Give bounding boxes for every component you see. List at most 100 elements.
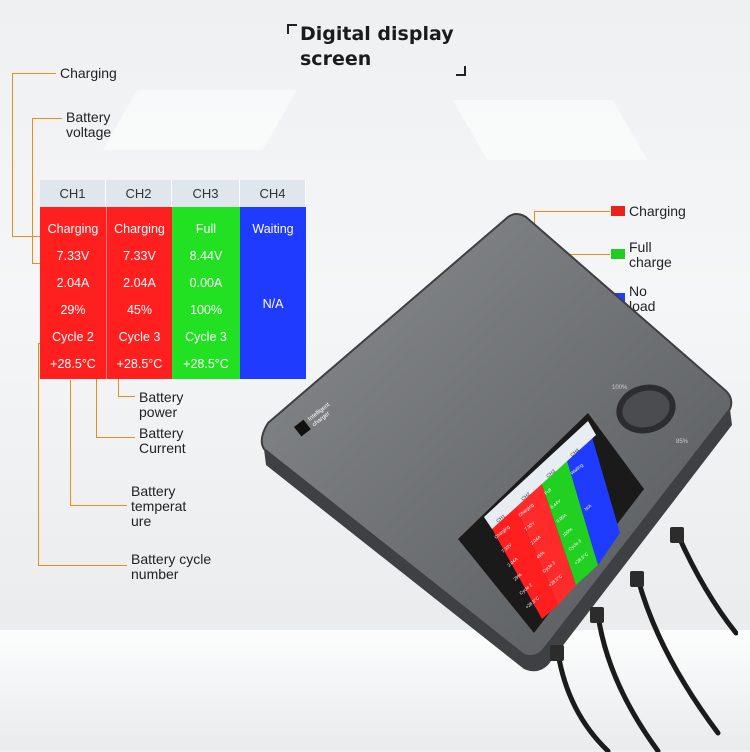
screen-ch4-value: N/A — [583, 503, 592, 512]
cycle-cell: Cycle 2 — [52, 330, 94, 344]
leader-line — [38, 565, 127, 566]
label-line: number — [131, 566, 179, 582]
title-corner-mark — [287, 24, 297, 34]
status-cell: Waiting — [252, 222, 294, 236]
screen-ch2-power: 45% — [535, 550, 545, 560]
leader-line — [12, 73, 56, 74]
voltage-cell: 7.33V — [123, 249, 156, 263]
device-body — [260, 213, 733, 658]
dial-top-label: 100% — [612, 385, 628, 391]
label-line: voltage — [66, 124, 112, 140]
leader-line — [38, 343, 39, 565]
cable — [555, 650, 611, 752]
channel-status-table: CH1 CH2 CH3 CH4 Charging 7.33V 2.04A 29%… — [40, 180, 306, 379]
screen-ch1-current: 2.04A — [506, 556, 518, 567]
legend-line: charge — [629, 254, 672, 270]
label-battery-temperature: Battery temperat ure — [131, 484, 186, 529]
leader-line — [561, 254, 610, 255]
label-line: Battery — [139, 389, 184, 405]
background-shape — [102, 90, 298, 150]
channel-column-ch4: Waiting N/A — [240, 207, 306, 379]
connector — [590, 607, 604, 623]
screen-ch3-power: 100% — [561, 527, 573, 538]
channel-column-ch2: Charging 7.33V 2.04A 45% Cycle 3 +28.5°C — [106, 207, 172, 379]
screen-column-ch2 — [514, 479, 576, 605]
background-shape — [0, 630, 750, 750]
power-cell: 45% — [126, 303, 153, 317]
value-cell: N/A — [262, 297, 284, 311]
connector — [630, 571, 644, 587]
column-header-ch2: CH2 — [106, 180, 172, 207]
leader-line — [12, 73, 13, 236]
leader-line — [32, 118, 62, 119]
legend-no-load: No load — [629, 284, 655, 314]
screen-column-ch3 — [540, 457, 598, 585]
current-cell: 0.00A — [189, 276, 223, 290]
voltage-cell: 7.33V — [56, 249, 90, 263]
dial-bottom-label: 85% — [676, 439, 689, 445]
screen-ch3-status: Full — [543, 487, 552, 496]
status-cell: Charging — [47, 222, 99, 236]
screen-header-ch2: CH2 — [520, 491, 532, 502]
cable-connectors — [550, 527, 684, 661]
title-corner-mark — [456, 66, 466, 76]
current-cell: 2.04A — [56, 276, 90, 290]
label-battery-power: Battery power — [139, 390, 183, 420]
cycle-cell: Cycle 3 — [118, 330, 161, 344]
legend-line: Full — [629, 239, 652, 255]
background-shape — [452, 100, 648, 160]
channel-column-ch3: Full 8.44V 0.00A 100% Cycle 3 +28.5°C — [172, 207, 240, 379]
leader-line — [534, 211, 610, 212]
legend-line: No — [629, 283, 647, 299]
screen-ch3-current: 0.00A — [555, 512, 567, 523]
charger-device-illustration: 100% 85% Intelligent charger CH1 CH2 CH3… — [260, 213, 738, 752]
label-line: Current — [139, 440, 186, 456]
brand-logo-icon — [294, 419, 311, 437]
power-cell: 100% — [190, 303, 222, 317]
temperature-cell: +28.5°C — [50, 357, 96, 371]
status-cell: Full — [195, 222, 217, 236]
label-line: ure — [131, 513, 152, 529]
leader-line — [70, 380, 71, 505]
label-charging: Charging — [60, 65, 117, 81]
dial-knob-inner — [622, 390, 670, 428]
legend-swatch-charging — [611, 206, 625, 216]
label-battery-voltage: Battery voltage — [66, 110, 111, 140]
screen-column-ch1 — [490, 503, 558, 619]
screen-ch3-voltage: 8.44V — [549, 498, 561, 509]
cable — [595, 612, 661, 752]
label-line: temperat — [131, 498, 187, 514]
voltage-cell: 8.44V — [189, 249, 223, 263]
screen-header-ch3: CH3 — [545, 468, 557, 479]
channel-column-ch1: Charging 7.33V 2.04A 29% Cycle 2 +28.5°C — [40, 207, 106, 379]
label-battery-current: Battery Current — [139, 426, 186, 456]
leader-line — [32, 263, 45, 264]
title-line-2: screen — [300, 48, 372, 70]
cycle-cell: Cycle 3 — [185, 330, 227, 344]
title-line-1: Digital display — [300, 23, 454, 45]
screen-header-ch4: CH4 — [569, 447, 581, 458]
column-header-ch3: CH3 — [172, 180, 240, 207]
leader-line — [70, 505, 127, 506]
leader-line — [118, 396, 135, 397]
power-cell: 29% — [60, 303, 86, 317]
page-title: Digital display screen — [300, 22, 454, 72]
device-edge — [264, 409, 732, 672]
output-cables — [555, 532, 738, 752]
legend-swatch-full — [611, 249, 625, 259]
screen-header-strip — [484, 421, 596, 529]
screen-column-ch4 — [566, 437, 620, 565]
label-line: Battery — [131, 483, 176, 499]
label-battery-cycle: Battery cycle number — [131, 552, 211, 582]
temperature-cell: +28.5°C — [183, 357, 229, 371]
screen-header-ch1: CH1 — [495, 513, 507, 524]
label-line: Battery cycle — [131, 551, 212, 567]
legend-full-charge: Full charge — [629, 240, 672, 270]
screen-ch1-voltage: 7.33V — [500, 542, 512, 553]
column-header-ch1: CH1 — [40, 180, 106, 207]
label-line: Battery — [139, 425, 184, 441]
screen-ch2-current: 2.04A — [529, 534, 541, 545]
connector — [550, 645, 564, 661]
status-cell: Charging — [114, 222, 165, 236]
label-line: Battery — [66, 109, 111, 125]
